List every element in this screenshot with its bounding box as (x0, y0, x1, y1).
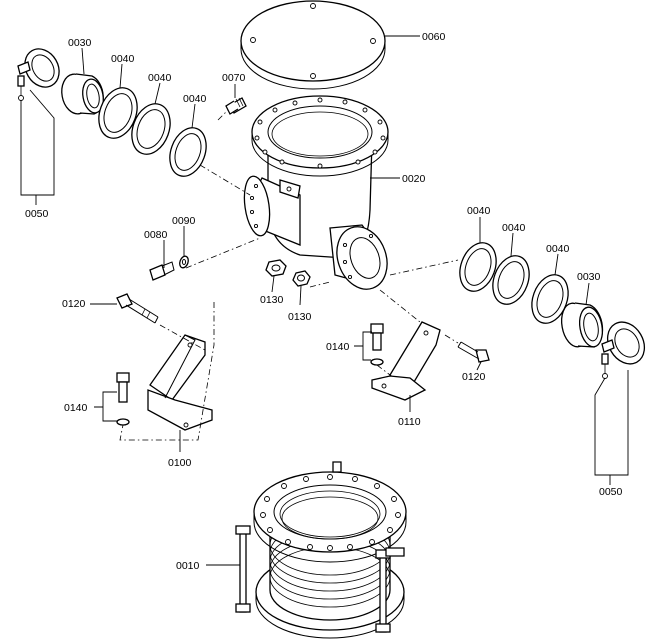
part-0120-bolt-left (116, 293, 159, 324)
part-0140-bolt-left (116, 372, 130, 426)
part-0020-tee-body (243, 95, 389, 290)
part-labels: 0060 0020 0030 0040 0040 0040 0070 0050 … (25, 31, 623, 572)
label-0050-right: 0050 (599, 486, 623, 498)
part-0100-bracket (147, 334, 213, 431)
gasket-e (492, 255, 530, 305)
part-0080-bolt (149, 261, 175, 281)
part-0090-washer (179, 255, 189, 269)
label-0120-right: 0120 (462, 371, 486, 383)
label-0010: 0010 (176, 560, 200, 572)
label-0070: 0070 (222, 72, 246, 84)
label-0040-a: 0040 (111, 53, 135, 65)
label-0050-left: 0050 (25, 208, 49, 220)
part-0140-bolt-right (370, 323, 384, 366)
gasket-b (131, 103, 171, 155)
label-0110: 0110 (398, 416, 421, 428)
part-0110-bracket (371, 321, 441, 401)
label-0140-left: 0140 (64, 402, 88, 414)
label-0060: 0060 (422, 31, 446, 43)
part-0130-nuts (265, 259, 311, 287)
label-0080: 0080 (144, 229, 168, 241)
label-0040-e: 0040 (502, 222, 526, 234)
label-0040-f: 0040 (546, 243, 570, 255)
label-0040-d: 0040 (467, 205, 491, 217)
label-0020: 0020 (402, 173, 426, 185)
label-0030-right: 0030 (577, 271, 601, 283)
label-0100: 0100 (168, 457, 192, 469)
part-0070-plug (225, 97, 247, 115)
label-0140-right: 0140 (326, 341, 350, 353)
label-0120-left: 0120 (62, 298, 86, 310)
gasket-f (531, 274, 569, 324)
leader-lines (20, 35, 629, 566)
label-0130-b: 0130 (288, 311, 312, 323)
label-0090: 0090 (172, 215, 196, 227)
part-0030-coupling-left (61, 73, 104, 115)
gasket-a (98, 87, 138, 139)
part-0040-gaskets (98, 87, 569, 324)
part-0010-expansion-joint (235, 461, 407, 639)
part-0120-bolt-right (457, 341, 490, 363)
part-0030-coupling-right (560, 302, 604, 348)
part-0050-clamp-right (601, 321, 646, 379)
label-0040-b: 0040 (148, 72, 172, 84)
part-0060-cover-plate (240, 0, 386, 90)
part-0050-clamp-left (17, 48, 60, 101)
label-0030-left: 0030 (68, 37, 92, 49)
label-0130-a: 0130 (260, 294, 284, 306)
assembly-lines (119, 109, 459, 441)
label-0040-c: 0040 (183, 93, 207, 105)
gasket-d (459, 242, 497, 292)
gasket-c (169, 127, 207, 177)
